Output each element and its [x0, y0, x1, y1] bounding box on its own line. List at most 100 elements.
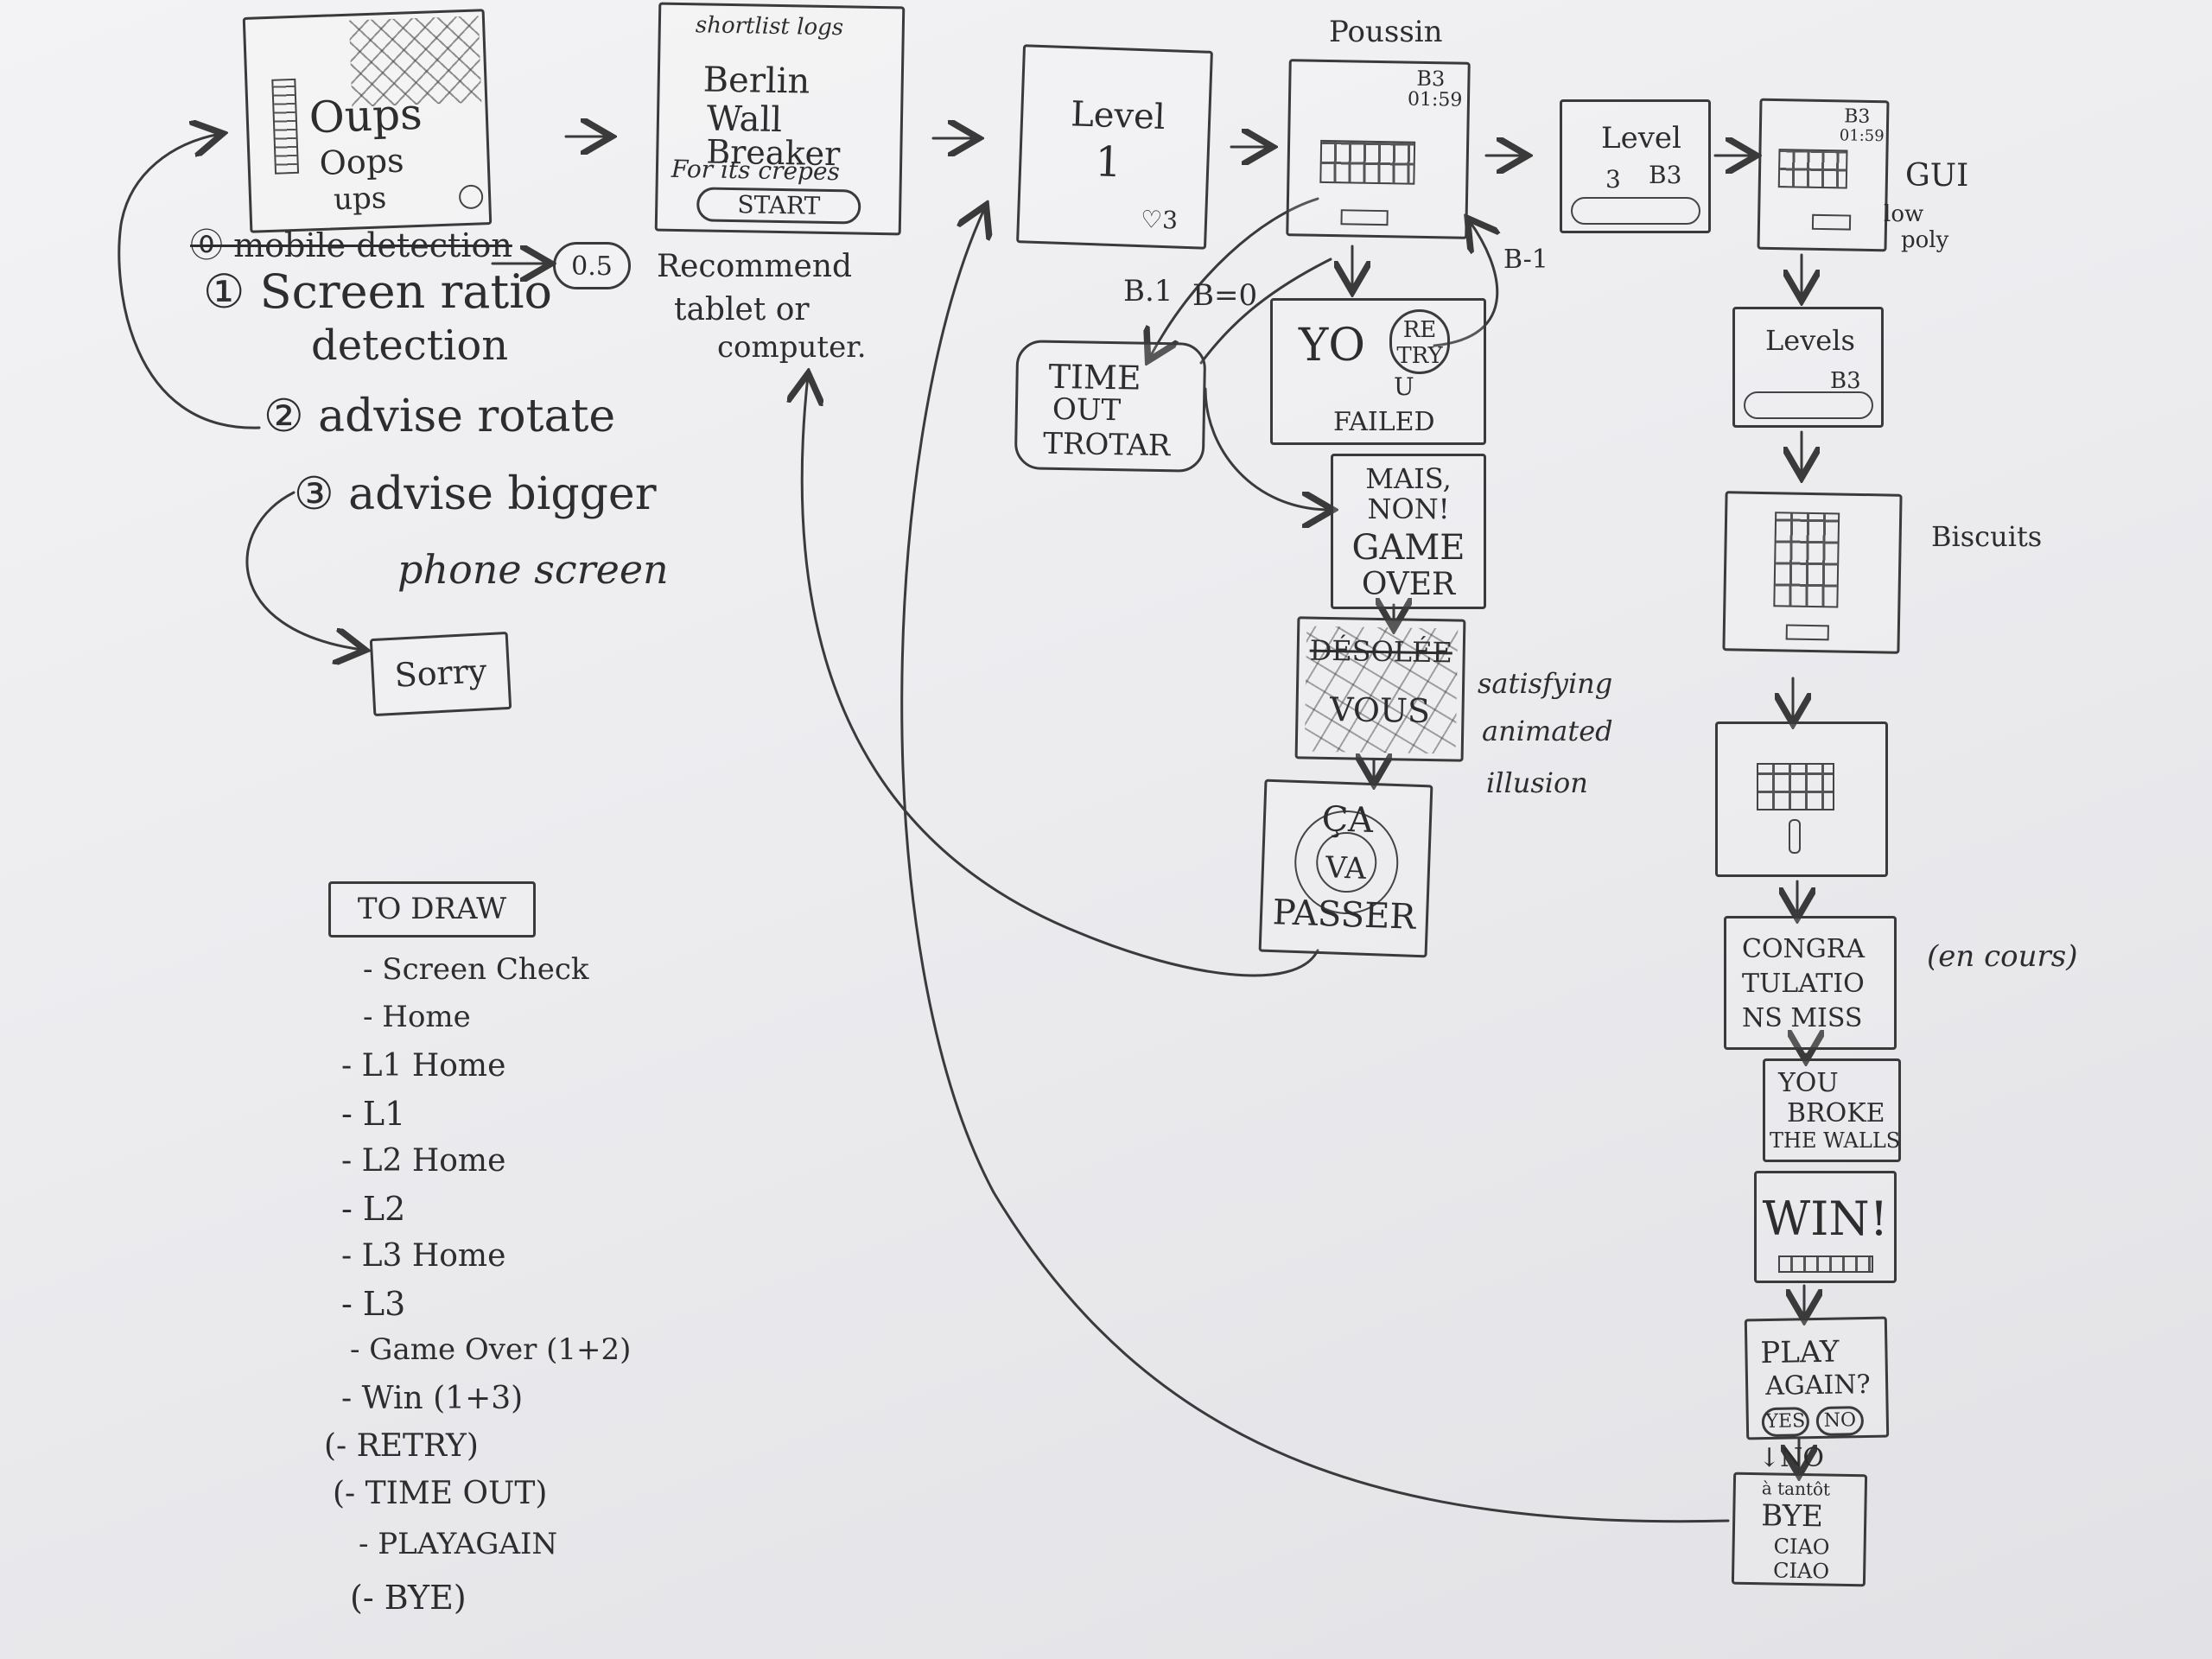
timeout-screen: TIME OUT TROTAR	[1014, 340, 1207, 473]
todo-item: (- RETRY)	[324, 1428, 479, 1464]
play-again-line1: PLAY	[1760, 1334, 1840, 1371]
failed-label: FAILED	[1333, 407, 1435, 437]
label-b0: B=0	[1192, 278, 1258, 313]
gui-poly: poly	[1901, 227, 1949, 253]
bye-screen: à tantôt BYE CIAO CIAO	[1731, 1471, 1868, 1587]
desolee-line2: VOUS	[1329, 690, 1431, 731]
todo-title-box: TO DRAW	[328, 881, 536, 938]
congrats-screen: CONGRA TULATIO NS MISS	[1724, 916, 1897, 1050]
satisfying-line1: satisfying	[1478, 667, 1613, 700]
game-over-line2: NON!	[1367, 493, 1450, 525]
gui-label: GUI	[1905, 158, 1969, 194]
retry-button[interactable]: RE TRY	[1389, 309, 1450, 374]
level3-screen: Level 3 B3	[1560, 99, 1711, 233]
retry-line2: TRY	[1396, 343, 1443, 369]
levels3-screen: Levels B3	[1732, 307, 1884, 428]
failed-screen: YO U RE TRY FAILED	[1270, 298, 1486, 445]
arrow-rotate-loop	[118, 134, 261, 429]
gui-paddle	[1811, 213, 1852, 231]
note-screen-ratio2: detection	[311, 321, 509, 370]
congrats-line2: TULATIO	[1742, 969, 1865, 999]
todo-item: - L2 Home	[341, 1143, 506, 1179]
todo-item: - PLAYAGAIN	[359, 1527, 558, 1561]
levels3-clouds	[1744, 391, 1873, 419]
ca-va-passer-screen: ÇA VA PASSER	[1258, 779, 1433, 958]
poussin-bricks	[1319, 139, 1416, 185]
biscuits-screen	[1722, 491, 1903, 654]
biscuits-label: Biscuits	[1931, 520, 2043, 553]
note-recommend2: tablet or	[674, 292, 810, 327]
arrow-poussin-to-timeout	[1149, 197, 1319, 359]
level1-title: Level	[1070, 94, 1166, 138]
no-arrow-label: ↓NO	[1758, 1443, 1824, 1473]
retry-line1: RE	[1402, 317, 1437, 343]
todo-item: - Home	[363, 1000, 471, 1034]
step-half-badge: 0.5	[553, 242, 631, 289]
label-b1: B.1	[1123, 274, 1173, 308]
ca-va-line3: PASSER	[1272, 893, 1417, 938]
win-label: WIN!	[1762, 1192, 1889, 1246]
oups-side-bar	[271, 78, 300, 175]
desolee-screen: DÉSOLÉE VOUS	[1294, 616, 1466, 762]
game-over-line4: OVER	[1361, 567, 1456, 602]
oups-circle	[458, 184, 484, 210]
win-bricks	[1778, 1255, 1873, 1273]
no-button[interactable]: NO	[1815, 1406, 1865, 1437]
sorry-label: Sorry	[393, 652, 488, 695]
poussin-b3: B3	[1416, 66, 1446, 92]
game-over-screen: MAIS, NON! GAME OVER	[1331, 454, 1486, 609]
level1-number: 1	[1094, 137, 1122, 188]
bye-ciao2: CIAO	[1772, 1558, 1830, 1584]
level1-screen: Level 1 ♡3	[1016, 44, 1213, 250]
poussin-timer: 01:59	[1407, 88, 1463, 111]
failed-you: YO	[1299, 320, 1365, 372]
timeout-line2: OUT	[1052, 391, 1122, 429]
failed-u: U	[1394, 372, 1414, 401]
yes-button[interactable]: YES	[1761, 1407, 1810, 1438]
todo-item: - L1	[341, 1095, 406, 1133]
todo-item: - Game Over (1+2)	[350, 1332, 632, 1367]
poussin-label: Poussin	[1329, 15, 1443, 49]
level3-number: 3	[1605, 165, 1621, 194]
broke-line2: BROKE	[1787, 1098, 1885, 1128]
biscuits-bricks	[1773, 512, 1840, 608]
level3-waves	[1571, 197, 1700, 225]
play-again-line2: AGAIN?	[1764, 1369, 1871, 1402]
level1-lives: ♡3	[1140, 205, 1179, 235]
desolee-line1: DÉSOLÉE	[1309, 633, 1453, 670]
note-advise-bigger: ③ advise bigger	[294, 468, 657, 520]
bye-top: à tantôt	[1761, 1478, 1831, 1500]
todo-item: - Screen Check	[363, 952, 589, 987]
gui-screen: B3 01:59	[1757, 98, 1890, 252]
title-shortlist: shortlist logs	[695, 12, 844, 41]
ca-va-line1: ÇA	[1320, 799, 1374, 842]
satisfying-line3: illusion	[1486, 766, 1588, 799]
broke-line3: THE WALLS	[1770, 1128, 1901, 1153]
arrow-to-game-over	[1204, 387, 1331, 510]
broke-line1: YOU	[1778, 1068, 1839, 1098]
note-phone-screen: phone screen	[397, 546, 669, 593]
congrats-side-note: (en cours)	[1927, 939, 2078, 974]
congrats-line3: NS MISS	[1742, 1003, 1863, 1033]
arrow-bye-to-level1	[900, 207, 1730, 1523]
bye-main: BYE	[1760, 1498, 1824, 1535]
timeout-trotar: TROTAR	[1042, 426, 1171, 464]
scene-bricks	[1757, 763, 1834, 810]
game-over-line3: GAME	[1351, 528, 1465, 568]
todo-item: - Win (1+3)	[341, 1381, 524, 1416]
title-for-crepes: For its crepes	[671, 154, 841, 187]
scene-screen	[1715, 721, 1888, 877]
poussin-screen: B3 01:59	[1286, 59, 1471, 239]
gui-timer: 01:59	[1839, 126, 1885, 146]
levels3-b3: B3	[1830, 368, 1861, 394]
biscuits-paddle	[1785, 624, 1829, 641]
broke-walls-screen: YOU BROKE THE WALLS	[1763, 1058, 1901, 1162]
oups-screen: Oups Oops ups	[242, 9, 493, 233]
level3-title: Level	[1601, 121, 1681, 156]
satisfying-line2: animated	[1482, 715, 1613, 747]
oups-line3: ups	[333, 181, 387, 218]
game-over-line1: MAIS,	[1365, 462, 1452, 495]
start-button[interactable]: START	[696, 187, 861, 225]
gui-b3: B3	[1843, 105, 1871, 128]
